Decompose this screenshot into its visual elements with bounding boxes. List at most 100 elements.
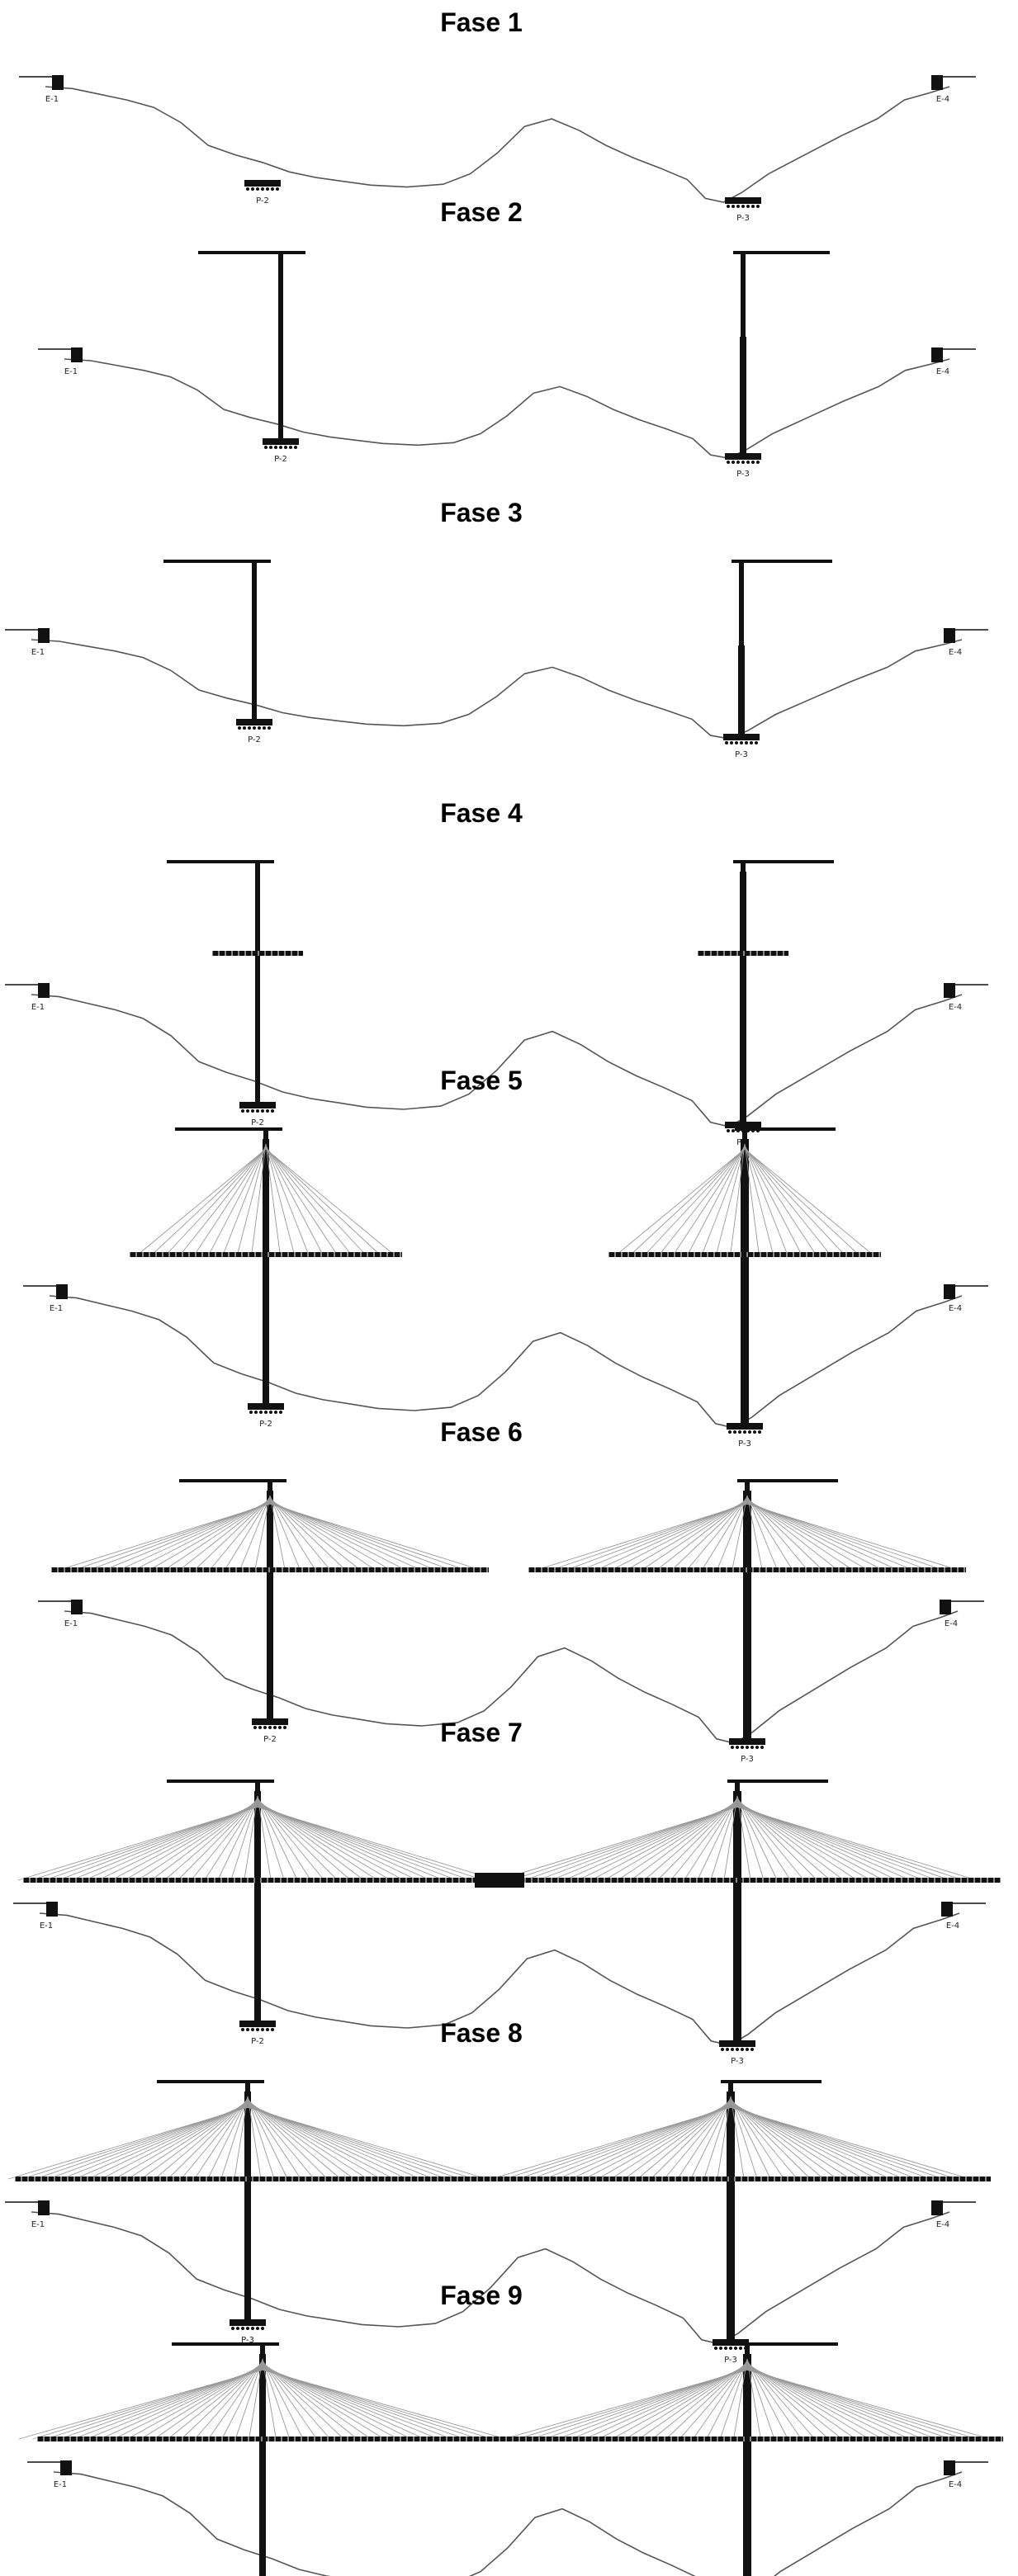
stay-cable [251,1143,267,1255]
pylon [267,1491,273,1723]
tower-crane-jib [198,251,305,254]
phase-title: Fase 8 [440,2018,523,2048]
stay-cable [59,1503,271,1571]
stay-cable [671,1497,748,1571]
stay-cable [497,1806,738,1881]
stay-cable [269,1497,346,1571]
tower-crane-jib [167,1780,274,1783]
stay-cable [262,2364,399,2440]
pile-head [251,2028,254,2031]
pier-footing [244,180,281,187]
stay-cable [736,1797,791,1881]
stay-cable [150,1800,258,1881]
stay-cable [604,1801,738,1881]
tower-crane-mast [252,563,257,724]
terrain-profile [64,358,950,459]
stay-cable [265,1148,395,1255]
support-label: E-4 [949,1003,962,1012]
stay-cable [209,1496,271,1571]
stay-cable [673,1146,746,1255]
stay-cable [140,2363,263,2440]
abutment-e4 [941,1902,953,1917]
pile-head [246,2327,249,2330]
abutment-e1 [38,2200,50,2215]
pylon [255,872,260,1107]
stay-cable [257,1797,298,1881]
pile-head [261,2028,264,2031]
stay-cable [247,2098,315,2180]
pylon [254,1791,261,2025]
stay-cable [257,1799,352,1881]
pile-head [735,741,738,744]
pile-head [736,461,740,464]
stay-cable [657,1798,738,1881]
pylon [259,2354,266,2576]
stay-cable [616,1148,746,1255]
stay-cable [151,1148,267,1255]
pile-head [266,187,269,191]
support-label: P-2 [259,1420,272,1429]
stay-cable [659,1146,746,1255]
support-label: P-2 [256,196,269,206]
pylon [263,1139,269,1408]
stay-cable [269,1498,361,1571]
abutment-e4 [944,2460,955,2475]
pile-head [261,187,264,191]
stay-cable [208,2360,263,2440]
tower-crane-jib [163,560,271,563]
stay-cable [746,2362,843,2440]
abutment-e1 [71,347,83,362]
pile-head [729,2347,732,2350]
stay-cable [181,2361,263,2440]
pile-head [241,2028,244,2031]
stay-cable [126,2364,263,2440]
pile-head [274,1411,277,1414]
support-label: E-4 [949,1304,962,1313]
terrain-profile [64,1610,959,1744]
pylon [741,1139,749,1428]
pile-head [268,1726,272,1729]
pile-head [263,726,266,730]
stay-cable [736,1800,858,1881]
pile-head [243,726,246,730]
stay-cable [265,1147,366,1255]
pile-head [746,2048,749,2051]
phase-9: Fase 9E-1E-4P-2P-3 [18,2281,1003,2576]
stay-cable [191,1798,258,1881]
stay-cable [137,1800,258,1881]
pile-head [274,446,277,449]
stay-cable [744,1147,845,1255]
pile-head [231,2327,234,2330]
support-label: E-4 [946,1921,959,1931]
pier-footing [725,197,761,204]
stay-cable [590,1802,738,1881]
support-label: P-3 [738,1439,751,1449]
pile-head [246,187,249,191]
stay-cable [224,1496,271,1571]
stay-cable [154,2363,263,2440]
terrain-profile [31,2211,950,2345]
pile-head [238,726,241,730]
stay-cable [265,1143,281,1255]
stay-cable [733,2358,748,2440]
stay-cable [719,2359,748,2440]
stay-cable [643,1799,738,1881]
pile-head [750,741,753,744]
stay-cable [262,2361,331,2440]
stay-cable [637,2100,732,2180]
stay-cable [625,2363,748,2440]
stay-cable [746,2361,829,2440]
stay-cable [234,2359,263,2440]
pile-head [273,1726,277,1729]
stay-cable [746,2369,992,2440]
abutment-e1 [38,628,50,643]
stay-cable [690,2097,732,2180]
pylon [727,2092,735,2344]
stay-cable [627,1500,748,1571]
support-label: P-3 [241,2336,254,2345]
stay-cable [239,1496,271,1571]
terrain-profile [45,86,950,203]
stay-cable [127,2101,249,2180]
